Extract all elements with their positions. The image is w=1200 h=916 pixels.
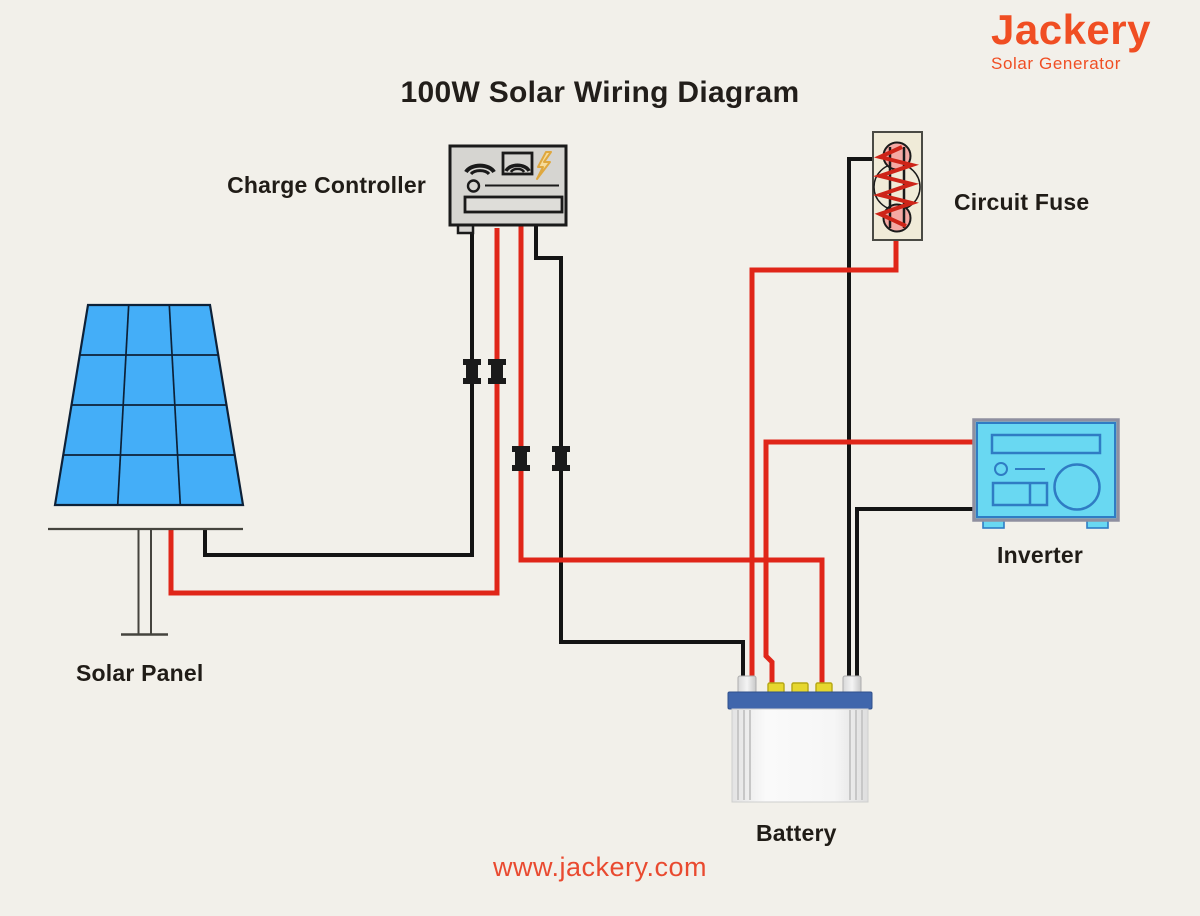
charge-controller-label: Charge Controller: [227, 172, 426, 198]
brand-name: Jackery: [991, 6, 1151, 53]
battery-side-ridges: [737, 710, 863, 800]
lightning-bolt-icon: [536, 151, 552, 180]
meter-icon: [464, 163, 496, 176]
battery-cell-caps: [767, 682, 833, 695]
inverter-graphic: [972, 418, 1120, 529]
wire-connector: [463, 359, 481, 384]
solar-panel-grid: [63, 304, 235, 506]
inverter-body-inner-border: [976, 422, 1116, 518]
fuse-filament-zigzag: [872, 145, 920, 228]
solar-panel-graphic: [48, 303, 245, 636]
wire-fuse-to-battery-negative: [847, 157, 874, 682]
battery-label: Battery: [756, 820, 837, 846]
wire-panel-positive: [168, 228, 500, 596]
wire-panel-negative: [203, 228, 474, 557]
inverter-label: Inverter: [997, 542, 1083, 568]
battery-terminal-post-right: [842, 675, 862, 695]
page-title: 100W Solar Wiring Diagram: [400, 76, 800, 109]
framed-meter-icon: [501, 151, 534, 176]
battery-lid-band: [727, 691, 873, 710]
website-url: www.jackery.com: [492, 852, 708, 882]
inverter-outlet-block: [991, 481, 1049, 507]
wire-connector: [512, 446, 530, 471]
circuit-fuse-graphic: [872, 131, 923, 241]
wire-connector: [488, 359, 506, 384]
charge-controller-graphic: [448, 144, 568, 235]
inverter-indicator-light: [994, 462, 1008, 476]
brand-logo: Jackery Solar Generator: [991, 6, 1151, 74]
battery-graphic: [727, 675, 873, 803]
inline-wire-connectors: [463, 359, 570, 471]
wire-controller-to-battery-negative: [534, 224, 745, 682]
wire-fuse-to-battery-positive: [749, 238, 899, 682]
controller-display: [463, 195, 564, 214]
inverter-fan-circle: [1053, 463, 1101, 511]
inverter-vent-panel: [990, 433, 1102, 455]
battery-terminal-post-left: [737, 675, 757, 695]
negative-wires: [203, 157, 980, 682]
brand-tagline: Solar Generator: [991, 54, 1121, 74]
indicator-circle: [466, 179, 481, 193]
wire-inverter-to-battery-negative: [855, 507, 980, 682]
battery-body: [731, 708, 869, 803]
wire-connector: [552, 446, 570, 471]
positive-wires: [168, 224, 980, 688]
wire-inverter-to-battery-positive: [763, 439, 980, 688]
solar-panel-stand: [48, 527, 243, 636]
circuit-fuse-label: Circuit Fuse: [954, 189, 1090, 215]
solar-panel-label: Solar Panel: [76, 660, 204, 686]
wire-controller-to-battery-positive: [518, 224, 825, 688]
